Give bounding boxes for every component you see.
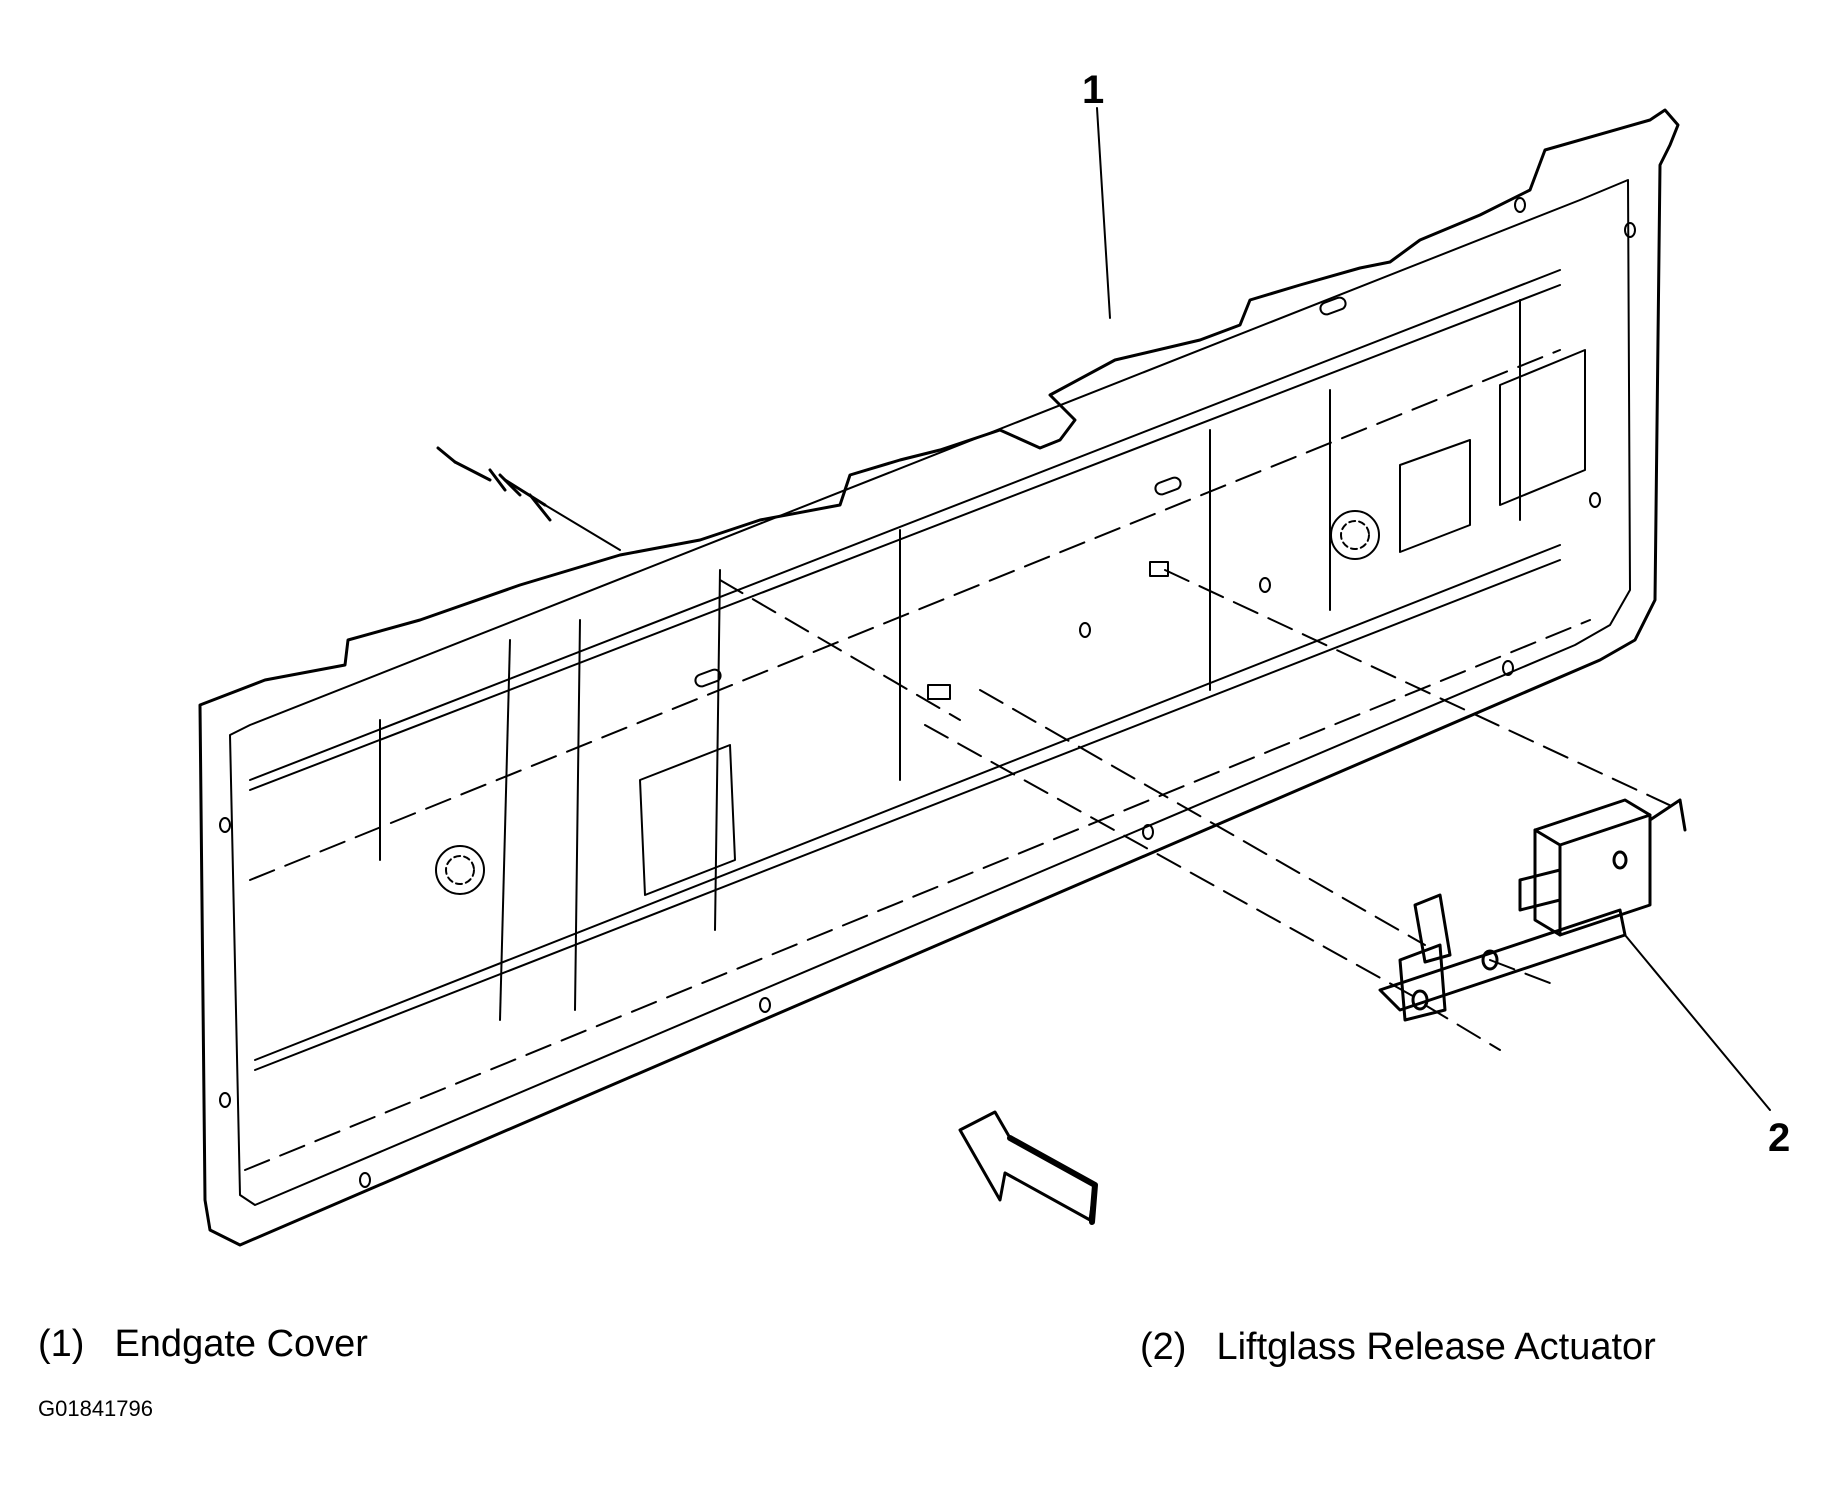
fastener-leader — [544, 504, 621, 551]
callout-2-leader — [1624, 934, 1771, 1111]
callout-1: 1 — [1082, 68, 1105, 112]
legend-text: Liftglass Release Actuator — [1216, 1326, 1656, 1368]
figure-id: G01841796 — [38, 1396, 153, 1421]
latch-cutouts — [435, 510, 1380, 895]
legend-item-endgate-cover: (1) Endgate Cover — [38, 1325, 368, 1363]
legend-item-liftglass-release-actuator: (2) Liftglass Release Actuator — [1140, 1328, 1656, 1366]
view-arrow-shadow — [1007, 1135, 1098, 1225]
upper-dash-line — [249, 349, 1561, 881]
endgate-cover-outline — [198, 108, 1680, 1247]
legend-number: (2) — [1140, 1326, 1187, 1368]
slots — [694, 296, 1347, 700]
endgate-cover-inner-rim — [229, 179, 1631, 1206]
callout-1-leader — [1096, 107, 1111, 319]
legend-number: (1) — [38, 1323, 85, 1365]
view-arrow-icon — [958, 1110, 1097, 1222]
fastener-dash-line — [719, 579, 961, 721]
access-panels — [639, 349, 1586, 896]
flange-dash-line — [244, 619, 1591, 1171]
push-pin-fastener — [436, 446, 552, 522]
liftglass-release-actuator — [1378, 798, 1687, 1022]
callout-2: 2 — [1768, 1116, 1791, 1160]
legend-text: Endgate Cover — [114, 1323, 368, 1365]
assembly-guide-lines — [924, 569, 1681, 1051]
internal-ribs — [249, 269, 1561, 1071]
mounting-holes — [219, 197, 1636, 1188]
